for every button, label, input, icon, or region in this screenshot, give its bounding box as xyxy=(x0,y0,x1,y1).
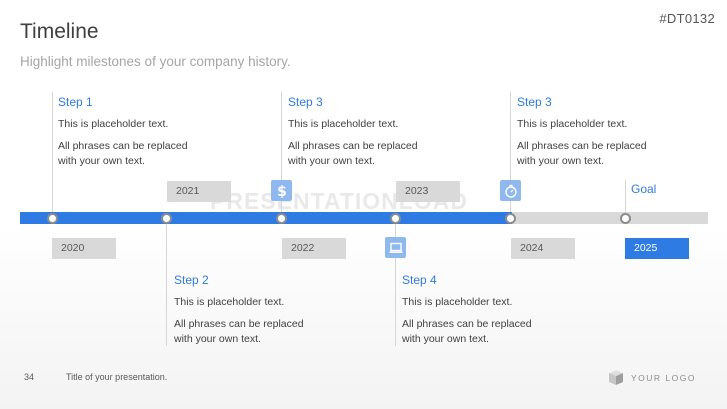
milestone-dot[interactable] xyxy=(390,213,401,224)
step-text: All phrases can be replaced xyxy=(402,318,532,330)
step-card-bottom-1: Step 2 This is placeholder text. All phr… xyxy=(174,273,374,347)
year-label-2025: 2025 xyxy=(625,238,689,259)
footer-title: Title of your presentation. xyxy=(66,372,168,382)
milestone-dot[interactable] xyxy=(47,213,58,224)
step-text: with your own text. xyxy=(517,155,604,167)
logo-text: YOUR LOGO xyxy=(631,373,696,383)
milestone-dot[interactable] xyxy=(161,213,172,224)
step-text: This is placeholder text. xyxy=(174,296,285,308)
step-text: with your own text. xyxy=(288,155,375,167)
company-logo: YOUR LOGO xyxy=(608,370,696,386)
step-text: with your own text. xyxy=(58,155,145,167)
milestone-dot[interactable] xyxy=(276,213,287,224)
step-text: This is placeholder text. xyxy=(402,296,513,308)
connector-line-goal xyxy=(625,180,626,216)
step-text: with your own text. xyxy=(174,333,261,345)
connector-line-2023 xyxy=(395,218,396,346)
year-label-2024: 2024 xyxy=(511,238,575,259)
logo-icon xyxy=(609,370,623,385)
step-text: This is placeholder text. xyxy=(58,118,169,130)
timeline-progress xyxy=(20,212,512,224)
goal-label: Goal xyxy=(631,182,657,196)
step-text: All phrases can be replaced xyxy=(288,140,418,152)
step-title: Step 2 xyxy=(174,273,209,287)
step-title: Step 3 xyxy=(517,95,552,109)
step-card-bottom-2: Step 4 This is placeholder text. All phr… xyxy=(402,273,602,347)
slide-code: #DT0132 xyxy=(659,11,715,26)
year-label-2022: 2022 xyxy=(282,238,346,259)
step-text: All phrases can be replaced xyxy=(58,140,188,152)
step-text: This is placeholder text. xyxy=(288,118,399,130)
step-card-top-3: Step 3 This is placeholder text. All phr… xyxy=(517,95,717,169)
dollar-icon: $ xyxy=(271,180,292,201)
connector-line-2022 xyxy=(281,92,282,216)
milestone-dot[interactable] xyxy=(505,213,516,224)
step-title: Step 4 xyxy=(402,273,437,287)
step-text: with your own text. xyxy=(402,333,489,345)
year-label-2020: 2020 xyxy=(52,238,116,259)
connector-line-2024 xyxy=(510,92,511,216)
step-text: All phrases can be replaced xyxy=(174,318,304,330)
page-title: Timeline xyxy=(20,20,99,43)
step-text: This is placeholder text. xyxy=(517,118,628,130)
page-number: 34 xyxy=(24,372,35,382)
connector-line-2021 xyxy=(166,218,167,346)
page-subtitle: Highlight milestones of your company his… xyxy=(20,54,291,69)
step-title: Step 1 xyxy=(58,95,93,109)
step-card-top-2: Step 3 This is placeholder text. All phr… xyxy=(288,95,488,169)
svg-text:$: $ xyxy=(277,184,287,198)
laptop-icon xyxy=(385,237,406,258)
step-card-top-1: Step 1 This is placeholder text. All phr… xyxy=(58,95,258,169)
connector-line-2020 xyxy=(52,92,53,216)
milestone-dot[interactable] xyxy=(620,213,631,224)
year-label-2023: 2023 xyxy=(396,181,460,202)
stopwatch-icon xyxy=(500,180,521,201)
step-title: Step 3 xyxy=(288,95,323,109)
year-label-2021: 2021 xyxy=(167,181,231,202)
step-text: All phrases can be replaced xyxy=(517,140,647,152)
